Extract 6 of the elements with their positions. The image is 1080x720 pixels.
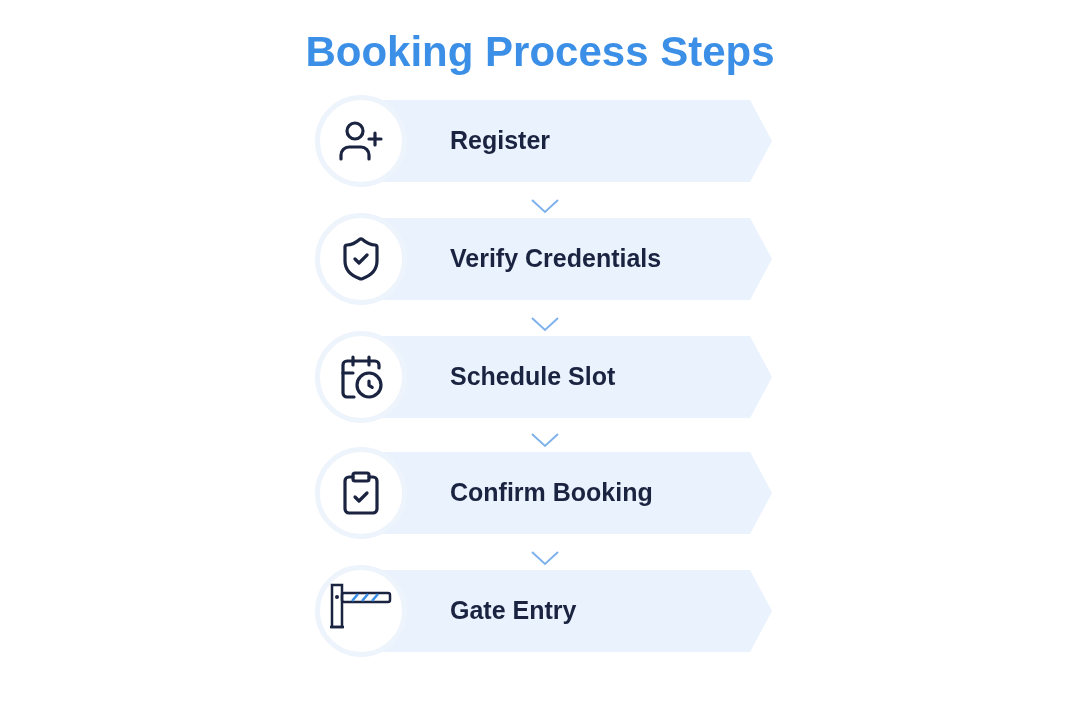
step-label: Schedule Slot [450,361,617,393]
step-label: Verify Credentials [450,243,663,275]
step-label: Register [450,125,552,157]
title: Booking Process Steps [305,27,775,77]
step-label: Gate Entry [450,595,578,627]
step-label: Confirm Booking [450,477,654,509]
